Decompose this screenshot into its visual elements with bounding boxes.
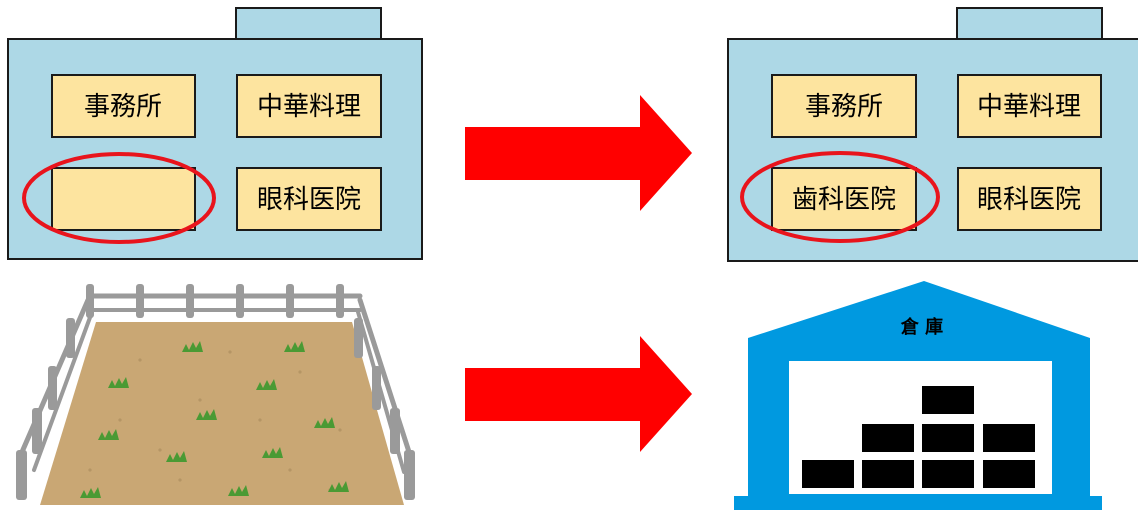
box [802,460,854,488]
unit-before-chinese-restaurant: 中華料理 [236,74,382,138]
box [922,424,974,452]
unit-after-eye-clinic: 眼科医院 [957,167,1102,231]
unit-label: 事務所 [84,92,162,122]
fence-posts [16,284,415,500]
unit-label: 眼科医院 [257,185,361,215]
unit-after-dental-clinic: 歯科医院 [771,167,917,231]
building-before-rooftop [235,7,382,41]
highlight-ring-after [740,151,940,243]
warehouse-label: 倉 庫 [900,316,943,338]
unit-label: 中華料理 [257,92,361,122]
box [983,460,1035,488]
farm-field [16,284,415,505]
crops [80,341,349,498]
building-before: 事務所 中華料理 眼科医院 [7,7,423,260]
unit-before-office: 事務所 [51,74,196,138]
unit-label: 歯科医院 [792,185,896,215]
highlight-ring-before [22,152,216,244]
unit-before-eye-clinic: 眼科医院 [236,167,382,231]
box [862,424,914,452]
box [922,460,974,488]
box [983,424,1035,452]
unit-label: 眼科医院 [977,185,1081,215]
arrow-right-icon [465,336,692,452]
unit-after-office: 事務所 [771,74,917,138]
unit-after-chinese-restaurant: 中華料理 [957,74,1102,138]
unit-label: 中華料理 [977,92,1081,122]
warehouse: 倉 庫 [734,281,1102,510]
unit-label: 事務所 [805,92,883,122]
arrow-right-icon [465,95,692,211]
soil [40,322,404,505]
unit-before-vacant [51,167,196,231]
soil-speckles [88,350,342,492]
building-after: 事務所 中華料理 歯科医院 眼科医院 [727,7,1138,262]
box [922,386,974,414]
stacked-boxes [802,386,1035,488]
building-after-rooftop [956,7,1103,41]
box [862,460,914,488]
warehouse-base [734,496,1102,510]
